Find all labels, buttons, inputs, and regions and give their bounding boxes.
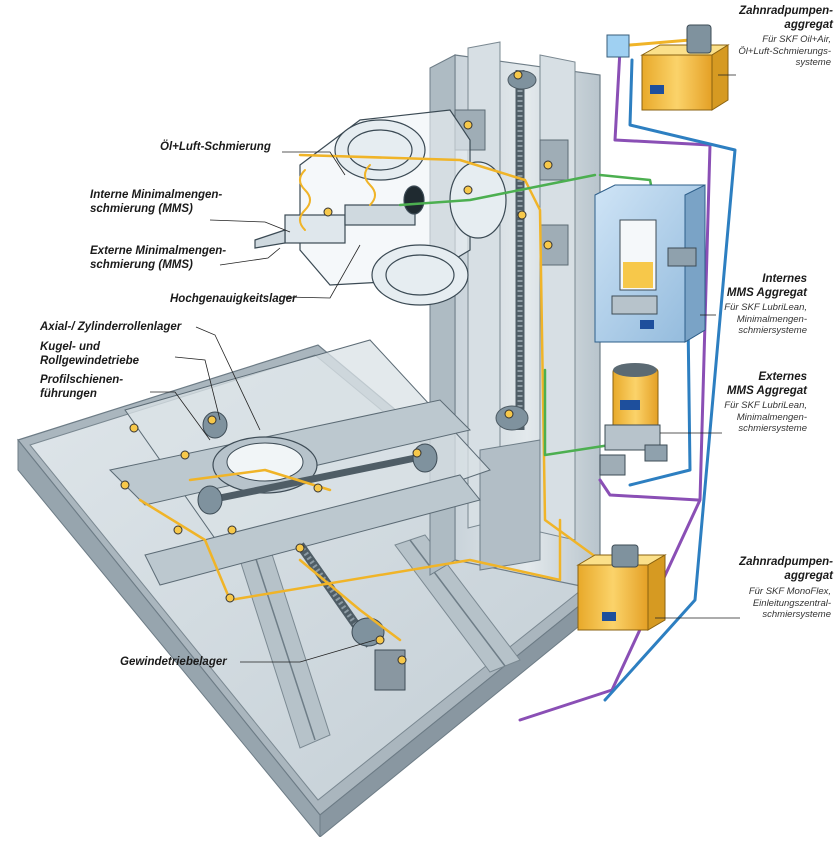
unit-internal-desc-line2: Minimalmengen- <box>736 313 807 325</box>
leader-lines <box>150 74 740 663</box>
lubrication-points <box>120 70 553 665</box>
unit-bottom-title-line2: aggregat <box>784 570 833 582</box>
label-profile-rails-line2: führungen <box>40 388 97 400</box>
unit-bottom-title-line1: Zahnradpumpen- <box>739 556 833 568</box>
label-external-mms-line1: Externe Minimalmengen- <box>90 245 227 257</box>
unit-bottom-desc-line1: Für SKF MonoFlex, <box>748 586 831 597</box>
unit-external-desc: Für SKF LubriLean, Minimalmengen- schmie… <box>724 400 807 435</box>
label-screw-bearings: Gewindetriebelager <box>120 656 227 668</box>
external-mms-unit <box>599 363 668 476</box>
label-profile-rails-line1: Profilschienen- <box>40 374 124 386</box>
unit-top-title-line2: aggregat <box>784 19 833 31</box>
unit-top-title: Zahnradpumpen- aggregat <box>739 4 833 32</box>
unit-internal-title-line1: Internes <box>762 273 807 285</box>
unit-bottom-desc: Für SKF MonoFlex, Einleitungszentral- sc… <box>749 586 831 621</box>
gear-pump-unit-top <box>606 24 730 111</box>
unit-top-title-line1: Zahnradpumpen- <box>739 5 833 17</box>
unit-external-desc-line1: Für SKF LubriLean, <box>724 400 807 411</box>
label-ball-screws-line2: Rollgewindetriebe <box>40 355 140 367</box>
unit-internal-title: Internes MMS Aggregat <box>727 272 807 300</box>
unit-external-title-line1: Externes <box>758 371 807 383</box>
unit-top-desc: Für SKF Oil+Air, Öl+Luft-Schmierungs- sy… <box>738 34 831 69</box>
spindle-head <box>254 109 507 306</box>
unit-internal-desc: Für SKF LubriLean, Minimalmengen- schmie… <box>724 302 807 337</box>
unit-internal-desc-line3: schmiersysteme <box>738 325 807 336</box>
unit-bottom-title: Zahnradpumpen- aggregat <box>739 555 833 583</box>
unit-bottom-desc-line3: schmiersysteme <box>762 609 831 620</box>
label-ball-screws: Kugel- und Rollgewindetriebe <box>40 340 139 368</box>
unit-internal-desc-line1: Für SKF LubriLean, <box>724 302 807 313</box>
unit-top-desc-line3: systeme <box>795 57 831 68</box>
label-external-mms-line2: schmierung (MMS) <box>90 259 193 271</box>
unit-top-desc-line2: Öl+Luft-Schmierungs- <box>738 45 831 57</box>
label-oil-air: Öl+Luft-Schmierung <box>160 141 271 153</box>
rotary-table <box>108 339 491 691</box>
label-internal-mms-line2: schmierung (MMS) <box>90 203 193 215</box>
unit-top-desc-line1: Für SKF Oil+Air, <box>762 34 831 45</box>
label-axial-bearings: Axial-/ Zylinderrollenlager <box>40 321 182 333</box>
label-ball-screws-line1: Kugel- und <box>40 341 101 353</box>
unit-internal-title-line2: MMS Aggregat <box>726 287 807 299</box>
unit-external-desc-line2: Minimalmengen- <box>736 411 807 423</box>
label-internal-mms: Interne Minimalmengen- schmierung (MMS) <box>90 188 222 216</box>
unit-external-desc-line3: schmiersysteme <box>738 423 807 434</box>
label-precision-bearings: Hochgenauigkeitslager <box>170 293 297 305</box>
label-external-mms: Externe Minimalmengen- schmierung (MMS) <box>90 244 226 272</box>
gear-pump-unit-bottom <box>576 544 667 631</box>
label-profile-rails: Profilschienen- führungen <box>40 373 123 401</box>
unit-external-title: Externes MMS Aggregat <box>727 370 807 398</box>
label-internal-mms-line1: Interne Minimalmengen- <box>90 189 223 201</box>
unit-bottom-desc-line2: Einleitungszentral- <box>752 597 831 609</box>
internal-mms-unit <box>594 184 706 343</box>
unit-external-title-line2: MMS Aggregat <box>726 385 807 397</box>
